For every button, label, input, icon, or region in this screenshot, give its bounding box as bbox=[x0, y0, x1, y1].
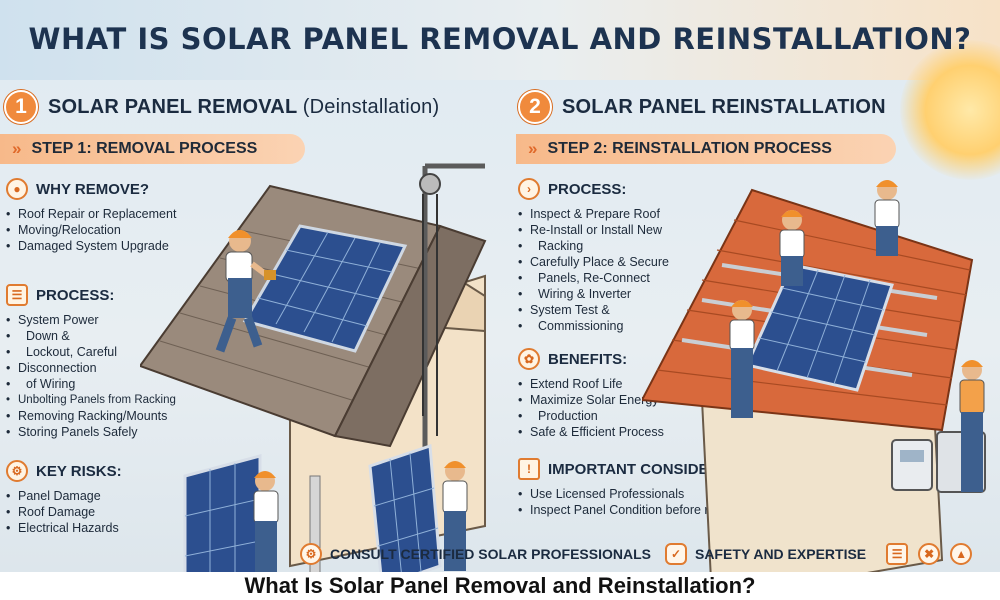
roof-solar-panel bbox=[744, 263, 894, 392]
list-item: of Wiring bbox=[6, 376, 176, 392]
step1-label: STEP 1: REMOVAL PROCESS bbox=[31, 140, 258, 157]
list-item: Re-Install or Install New bbox=[518, 222, 669, 238]
list-item: Commissioning bbox=[518, 318, 669, 334]
chevron-right-icon: › bbox=[518, 178, 540, 200]
benefits-block: ✿ BENEFITS: Extend Roof Life Maximize So… bbox=[518, 348, 664, 440]
considering-title: IMPORTANT CONSIDERING: bbox=[548, 460, 752, 478]
clipboard-icon: ☰ bbox=[6, 284, 28, 306]
tools-icon: ✖ bbox=[918, 543, 941, 565]
gear-person-icon: ⚙ bbox=[300, 543, 322, 565]
removal-section: 1 SOLAR PANEL REMOVAL (Deinstallation) »… bbox=[0, 86, 498, 572]
why-remove-list: Roof Repair or Replacement Moving/Reloca… bbox=[6, 206, 176, 254]
step2-banner: » STEP 2: REINSTALLATION PROCESS bbox=[516, 134, 896, 164]
roof-solar-panel bbox=[242, 224, 408, 353]
removal-subtitle: (Deinstallation) bbox=[302, 95, 440, 118]
step1-banner: » STEP 1: REMOVAL PROCESS bbox=[0, 134, 305, 164]
list-item: Lockout, Careful bbox=[6, 344, 176, 360]
lowered-panel-right bbox=[368, 443, 442, 572]
key-risks-block: ⚙ KEY RISKS: Panel Damage Roof Damage El… bbox=[6, 460, 122, 536]
checklist-icon: ☰ bbox=[886, 543, 909, 565]
reinstall-process-title: PROCESS: bbox=[548, 180, 627, 198]
thumbs-up-icon: ▲ bbox=[950, 543, 973, 565]
list-item: Roof Repair or Replacement bbox=[6, 206, 176, 222]
step-number-badge: 2 bbox=[518, 90, 552, 124]
list-item: Down & bbox=[6, 328, 176, 344]
consult-text: CONSULT CERTIFIED SOLAR PROFESSIONALS bbox=[330, 546, 651, 562]
gear-warning-icon: ⚙ bbox=[6, 460, 28, 482]
step2-label: STEP 2: REINSTALLATION PROCESS bbox=[547, 140, 832, 157]
worker-ground-right bbox=[442, 461, 468, 571]
list-item: System Test & bbox=[518, 302, 669, 318]
list-item: Inspect & Prepare Roof bbox=[518, 206, 669, 222]
shield-check-icon: ✓ bbox=[664, 543, 687, 565]
step-number-badge: 1 bbox=[4, 90, 38, 124]
worker-on-roof-left bbox=[779, 210, 805, 286]
benefits-title: BENEFITS: bbox=[548, 350, 628, 368]
worker-at-inverter bbox=[959, 360, 985, 492]
worker-on-roof bbox=[215, 230, 276, 353]
removal-process-block: ☰ PROCESS: System Power Down & Lockout, … bbox=[6, 284, 176, 440]
infographic: WHAT IS SOLAR PANEL REMOVAL AND REINSTAL… bbox=[0, 0, 1000, 572]
image-caption: What Is Solar Panel Removal and Reinstal… bbox=[0, 572, 1000, 600]
list-item: Racking bbox=[518, 238, 669, 254]
key-risks-title: KEY RISKS: bbox=[36, 462, 122, 480]
list-item: Panels, Re-Connect bbox=[518, 270, 669, 286]
key-risks-list: Panel Damage Roof Damage Electrical Haza… bbox=[6, 488, 122, 536]
list-item: Electrical Hazards bbox=[6, 520, 122, 536]
list-item: Removing Racking/Mounts bbox=[6, 408, 176, 424]
list-item: Storing Panels Safely bbox=[6, 424, 176, 440]
lightbulb-icon: ● bbox=[6, 178, 28, 200]
footer-strip: ⚙ CONSULT CERTIFIED SOLAR PROFESSIONALS … bbox=[300, 536, 1000, 572]
list-item: Disconnection bbox=[6, 360, 176, 376]
removal-process-list: System Power Down & Lockout, Careful Dis… bbox=[6, 312, 176, 440]
chevrons-icon: » bbox=[528, 139, 538, 158]
lowered-panel-left bbox=[183, 454, 262, 572]
removal-illustration bbox=[140, 163, 487, 572]
worker-lifting-panel bbox=[729, 300, 755, 418]
pulley-wheel bbox=[419, 173, 441, 195]
list-item: Safe & Efficient Process bbox=[518, 424, 664, 440]
list-item: Extend Roof Life bbox=[518, 376, 664, 392]
removal-heading: 1 SOLAR PANEL REMOVAL (Deinstallation) bbox=[4, 90, 439, 124]
safety-text: SAFETY AND EXPERTISE bbox=[694, 546, 867, 562]
benefits-list: Extend Roof Life Maximize Solar Energy P… bbox=[518, 376, 664, 440]
reinstall-process-block: › PROCESS: Inspect & Prepare Roof Re-Ins… bbox=[518, 178, 669, 334]
list-item: Damaged System Upgrade bbox=[6, 238, 176, 254]
worker-ground-left bbox=[253, 471, 279, 572]
list-item: Carefully Place & Secure bbox=[518, 254, 669, 270]
header-band bbox=[0, 0, 1000, 80]
reinstallation-heading: 2 SOLAR PANEL REINSTALLATION bbox=[518, 90, 886, 124]
removal-title: SOLAR PANEL REMOVAL bbox=[48, 95, 298, 118]
list-item: System Power bbox=[6, 312, 176, 328]
reinstallation-illustration bbox=[642, 180, 986, 572]
list-item: Panel Damage bbox=[6, 488, 122, 504]
list-item: Moving/Relocation bbox=[6, 222, 176, 238]
chevrons-icon: » bbox=[12, 139, 22, 158]
reinstall-process-list: Inspect & Prepare Roof Re-Install or Ins… bbox=[518, 206, 669, 334]
removal-process-title: PROCESS: bbox=[36, 286, 115, 304]
why-remove-block: ● WHY REMOVE? Roof Repair or Replacement… bbox=[6, 178, 176, 254]
why-remove-title: WHY REMOVE? bbox=[36, 180, 150, 198]
list-item: Maximize Solar Energy bbox=[518, 392, 664, 408]
list-item: Production bbox=[518, 408, 664, 424]
warning-icon: ! bbox=[518, 458, 540, 480]
leaf-icon: ✿ bbox=[518, 348, 540, 370]
list-item: Unbolting Panels from Racking bbox=[6, 392, 176, 408]
page-title: WHAT IS SOLAR PANEL REMOVAL AND REINSTAL… bbox=[28, 22, 972, 56]
list-item: Roof Damage bbox=[6, 504, 122, 520]
worker-on-roof-top bbox=[874, 180, 900, 256]
list-item: Use Licensed Professionals bbox=[518, 486, 768, 502]
reinstallation-section: 2 SOLAR PANEL REINSTALLATION » STEP 2: R… bbox=[502, 86, 1000, 572]
list-item: Wiring & Inverter bbox=[518, 286, 669, 302]
reinstallation-title: SOLAR PANEL REINSTALLATION bbox=[562, 95, 886, 118]
